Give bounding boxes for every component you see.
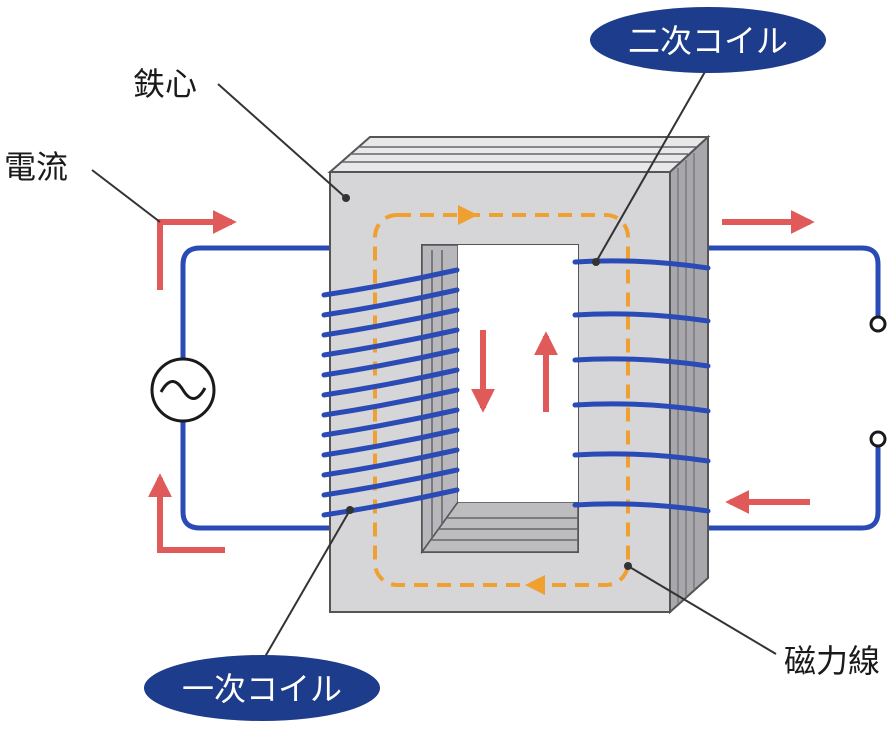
flux-lines-label: 磁力線 [784, 642, 880, 680]
secondary-coil [572, 258, 711, 514]
magnetic-flux-loop [373, 213, 630, 587]
secondary-circuit-wire-top [705, 245, 881, 318]
flux-arrow-bottom [525, 575, 545, 595]
ac-source-icon [150, 357, 216, 423]
secondary-circuit-wire-bottom [705, 438, 881, 531]
leader-lines [91, 69, 777, 663]
primary-circuit-wire [180, 245, 330, 531]
terminal-icon [869, 315, 887, 333]
core-laminations [342, 146, 696, 163]
core-window [458, 245, 578, 502]
flux-arrow-top [458, 205, 478, 225]
primary-coil-badge: 一次コイル [144, 655, 380, 721]
secondary-coil-label: 二次コイル [628, 22, 788, 60]
primary-coil-label: 一次コイル [182, 670, 342, 708]
terminal-icon [869, 430, 887, 448]
primary-coil [321, 267, 460, 518]
secondary-coil-badge: 二次コイル [590, 7, 826, 73]
core-side-face [669, 134, 709, 615]
core-label: 鉄心 [133, 65, 197, 103]
current-label: 電流 [4, 148, 68, 186]
